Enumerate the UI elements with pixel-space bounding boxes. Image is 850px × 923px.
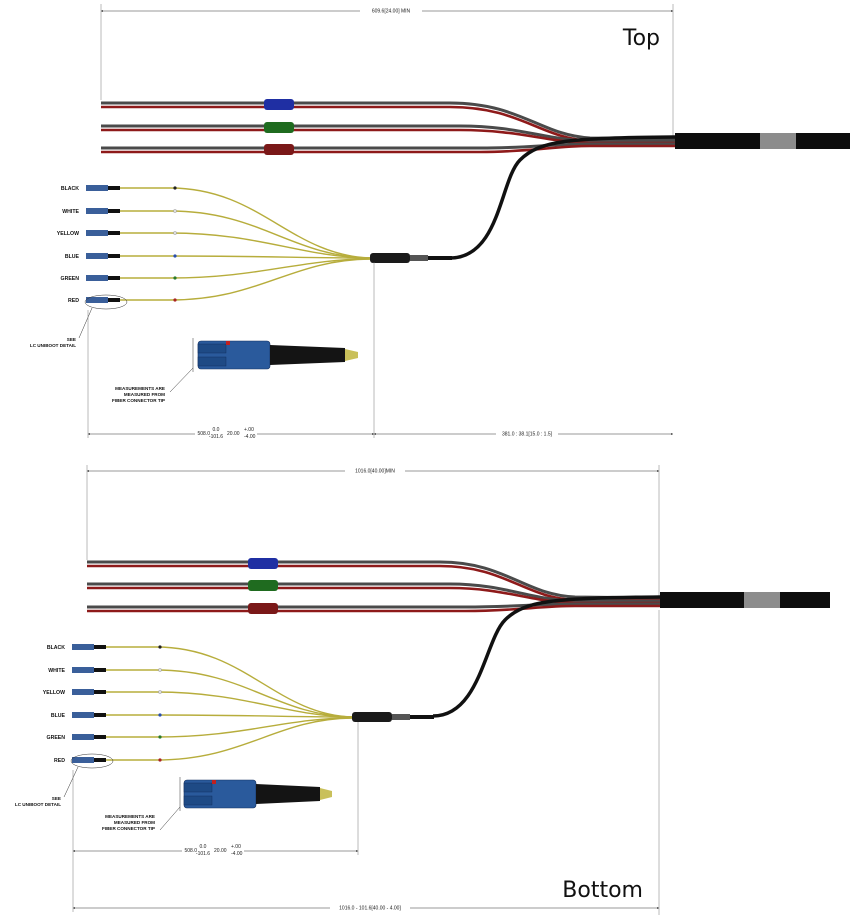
fiber-label-blue: BLUE <box>65 254 80 260</box>
svg-text:+.00: +.00 <box>231 844 241 850</box>
measure-note-line1: MEASUREMENTS ARE <box>115 386 165 391</box>
band-red-bottom <box>248 603 278 614</box>
lc-connectors-bottom <box>72 644 106 763</box>
jacket-label-band-bottom <box>744 592 780 608</box>
furcation-plug <box>370 253 410 263</box>
band-blue <box>264 99 294 110</box>
svg-text:MEASURED FROM: MEASURED FROM <box>114 820 155 825</box>
svg-text:+.00: +.00 <box>244 427 254 433</box>
fiber-label-blue-bottom: BLUE <box>51 713 66 719</box>
overall-dimension-bottom: 1016.0[40.00]MIN <box>86 465 660 600</box>
lc-uniboot-detail-top: MEASUREMENTS ARE MEASURED FROM FIBER CON… <box>112 338 358 403</box>
fiber-labels-bottom: BLACK WHITE YELLOW BLUE GREEN RED <box>43 645 66 764</box>
fiber-label-yellow-bottom: YELLOW <box>43 690 65 696</box>
fiber-label-white: WHITE <box>62 209 79 215</box>
leg-dimensions-top: 508.0 0.0 -101.6 20.00 +.00 -4.00 381.0 … <box>87 262 673 440</box>
fiber-label-black-bottom: BLACK <box>47 645 65 651</box>
furcation-dim-label: 381.0 : 38.1[15.0 : 1.5] <box>502 432 553 438</box>
fiber-label-red-bottom: RED <box>54 758 65 764</box>
fiber-breakout-top <box>86 185 452 303</box>
fiber-label-black: BLACK <box>61 186 79 192</box>
see-note-line1: SEE <box>67 337 76 342</box>
svg-text:0.0: 0.0 <box>200 844 207 850</box>
view-title-bottom: Bottom <box>562 878 643 903</box>
measure-note-line2: MEASURED FROM <box>124 392 165 397</box>
svg-text:508.0: 508.0 <box>184 848 197 854</box>
furcation-plug-bottom <box>352 712 392 722</box>
view-title-top: Top <box>622 26 660 51</box>
fiber-label-red: RED <box>68 298 79 304</box>
lc-detail-callout-top: SEE LC UNIBOOT DETAIL <box>30 294 128 348</box>
band-green-bottom <box>248 580 278 591</box>
lc-connectors-top <box>86 185 120 303</box>
fiber-label-white-bottom: WHITE <box>48 668 65 674</box>
bottom-overall-dim-label: 1016.0 - 101.6[40.00 - 4.00] <box>339 906 401 912</box>
overall-dim-label: 609.6[24.00] MIN <box>372 9 411 15</box>
band-green <box>264 122 294 133</box>
overall-dim-label-bottom: 1016.0[40.00]MIN <box>355 469 395 475</box>
lc-uniboot-detail-bottom: MEASUREMENTS ARE MEASURED FROM FIBER CON… <box>102 777 332 831</box>
fiber-breakout-bottom <box>72 644 434 763</box>
see-note-line2: LC UNIBOOT DETAIL <box>30 343 76 348</box>
fiber-label-green-bottom: GREEN <box>47 735 66 741</box>
svg-text:-101.6: -101.6 <box>196 851 210 857</box>
top-view: Top 609.6[24.00] MIN <box>30 4 850 440</box>
svg-text:20.00: 20.00 <box>227 431 240 437</box>
band-blue-bottom <box>248 558 278 569</box>
measure-note-line3: FIBER CONNECTOR TIP <box>112 398 165 403</box>
jacket-label-band <box>760 133 796 149</box>
svg-text:-4.00: -4.00 <box>244 434 256 440</box>
svg-text:0.0: 0.0 <box>213 427 220 433</box>
fiber-labels-top: BLACK WHITE YELLOW BLUE GREEN RED <box>57 186 80 304</box>
fiber-label-yellow: YELLOW <box>57 231 79 237</box>
svg-text:SEE: SEE <box>52 796 61 801</box>
leg-dimensions-bottom: 508.0 0.0 -101.6 20.00 +.00 -4.00 1016.0… <box>72 610 660 915</box>
band-red <box>264 144 294 155</box>
svg-text:20.00: 20.00 <box>214 848 227 854</box>
svg-text:-101.6: -101.6 <box>209 434 223 440</box>
lc-detail-callout-bottom: SEE LC UNIBOOT DETAIL <box>15 753 114 807</box>
svg-text:-4.00: -4.00 <box>231 851 243 857</box>
svg-text:LC UNIBOOT DETAIL: LC UNIBOOT DETAIL <box>15 802 61 807</box>
cable-bundle-top <box>101 99 850 260</box>
fiber-label-green: GREEN <box>61 276 80 282</box>
bottom-view: Bottom 1016.0[40.00]MIN <box>15 465 830 915</box>
svg-text:MEASUREMENTS ARE: MEASUREMENTS ARE <box>105 814 155 819</box>
cable-bundle-bottom <box>87 558 830 718</box>
overall-dimension-top: 609.6[24.00] MIN <box>100 4 674 140</box>
svg-text:508.0: 508.0 <box>197 431 210 437</box>
svg-text:FIBER CONNECTOR TIP: FIBER CONNECTOR TIP <box>102 826 155 831</box>
